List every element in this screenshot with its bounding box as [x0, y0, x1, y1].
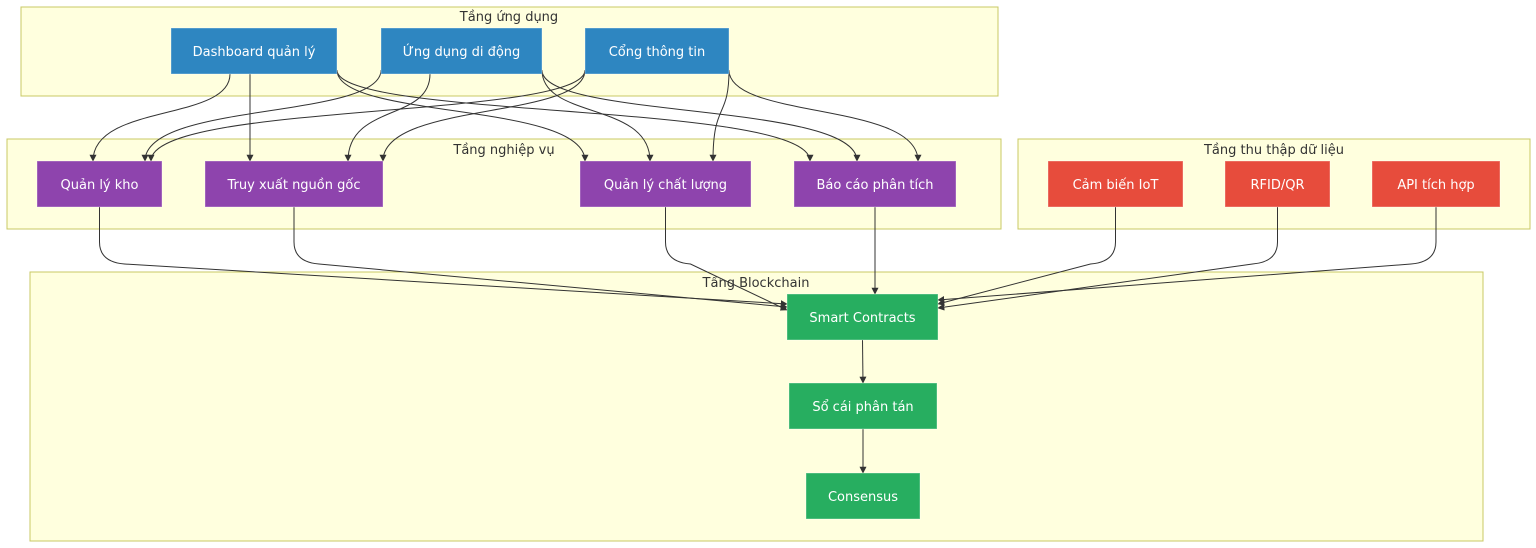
edge-dashboard-to-report	[336, 69, 814, 162]
node-consensus-label: Consensus	[828, 490, 898, 505]
node-iot[interactable]: Cảm biến IoT	[1047, 160, 1184, 208]
node-consensus[interactable]: Consensus	[805, 472, 921, 520]
node-api-box	[1371, 160, 1501, 208]
node-trace-box	[204, 160, 384, 208]
node-api-label: API tích hợp	[1397, 178, 1474, 193]
node-mobile-box	[380, 27, 543, 75]
node-iot-box	[1047, 160, 1184, 208]
cluster-data-label: Tầng thu thập dữ liệu	[1203, 143, 1344, 158]
node-trace-label: Truy xuất nguồn gốc	[227, 178, 361, 193]
node-dashboard[interactable]: Dashboard quản lý	[170, 27, 338, 75]
node-report-label: Báo cáo phân tích	[816, 178, 933, 193]
node-rfid-box	[1224, 160, 1331, 208]
node-smart-box	[786, 293, 939, 341]
cluster-blockchain-layer: Tầng Blockchain	[29, 271, 1484, 542]
edge-portal-to-report	[728, 69, 922, 162]
node-mobile[interactable]: Ứng dụng di động	[380, 27, 543, 75]
edge-dashboard-to-quality	[336, 69, 589, 162]
node-warehouse-label: Quản lý kho	[61, 178, 139, 193]
node-trace[interactable]: Truy xuất nguồn gốc	[204, 160, 384, 208]
edge-mobile-to-trace	[344, 73, 431, 162]
node-portal-box	[584, 27, 730, 75]
edge-quality-to-smart	[665, 207, 788, 311]
node-ledger-label: Sổ cái phân tán	[812, 400, 913, 415]
cluster-app-label: Tầng ứng dụng	[459, 10, 558, 25]
node-mobile-label: Ứng dụng di động	[403, 44, 521, 60]
edge-rfid-to-smart	[937, 207, 1278, 311]
node-portal[interactable]: Cổng thông tin	[584, 27, 730, 75]
node-iot-label: Cảm biến IoT	[1073, 178, 1159, 193]
edge-dashboard-to-warehouse	[89, 73, 231, 162]
node-consensus-box	[805, 472, 921, 520]
node-rfid[interactable]: RFID/QR	[1224, 160, 1331, 208]
edge-api-to-smart	[937, 207, 1437, 304]
node-ledger[interactable]: Sổ cái phân tán	[788, 382, 938, 430]
edge-mobile-to-report	[541, 69, 861, 162]
node-dashboard-label: Dashboard quản lý	[193, 45, 316, 60]
node-smart[interactable]: Smart Contracts	[786, 293, 939, 341]
node-dashboard-box	[170, 27, 338, 75]
edge-portal-to-quality	[709, 69, 730, 162]
node-warehouse[interactable]: Quản lý kho	[36, 160, 163, 208]
node-report[interactable]: Báo cáo phân tích	[793, 160, 957, 208]
node-api[interactable]: API tích hợp	[1371, 160, 1501, 208]
node-ledger-box	[788, 382, 938, 430]
nodes: Dashboard quản lý Ứng dụng di động Cổng th…	[36, 27, 1501, 520]
node-smart-label: Smart Contracts	[809, 311, 915, 326]
edge-portal-to-trace	[379, 69, 586, 162]
cluster-business-label: Tầng nghiệp vụ	[452, 143, 554, 158]
edge-smart-to-ledger	[859, 339, 867, 384]
node-report-box	[793, 160, 957, 208]
node-quality-label: Quản lý chất lượng	[604, 178, 727, 193]
node-portal-label: Cổng thông tin	[609, 45, 706, 60]
edge-trace-to-smart	[293, 207, 788, 310]
edge-warehouse-to-smart	[99, 207, 788, 308]
node-quality[interactable]: Quản lý chất lượng	[579, 160, 752, 208]
edge-iot-to-smart	[937, 207, 1116, 306]
edge-portal-to-warehouse	[147, 69, 586, 162]
node-warehouse-box	[36, 160, 163, 208]
node-quality-box	[579, 160, 752, 208]
edge-mobile-to-quality	[541, 69, 654, 162]
cluster-blockchain-label: Tầng Blockchain	[702, 276, 810, 291]
edge-mobile-to-warehouse	[141, 69, 382, 162]
edges	[89, 69, 1437, 474]
node-rfid-label: RFID/QR	[1251, 178, 1305, 193]
